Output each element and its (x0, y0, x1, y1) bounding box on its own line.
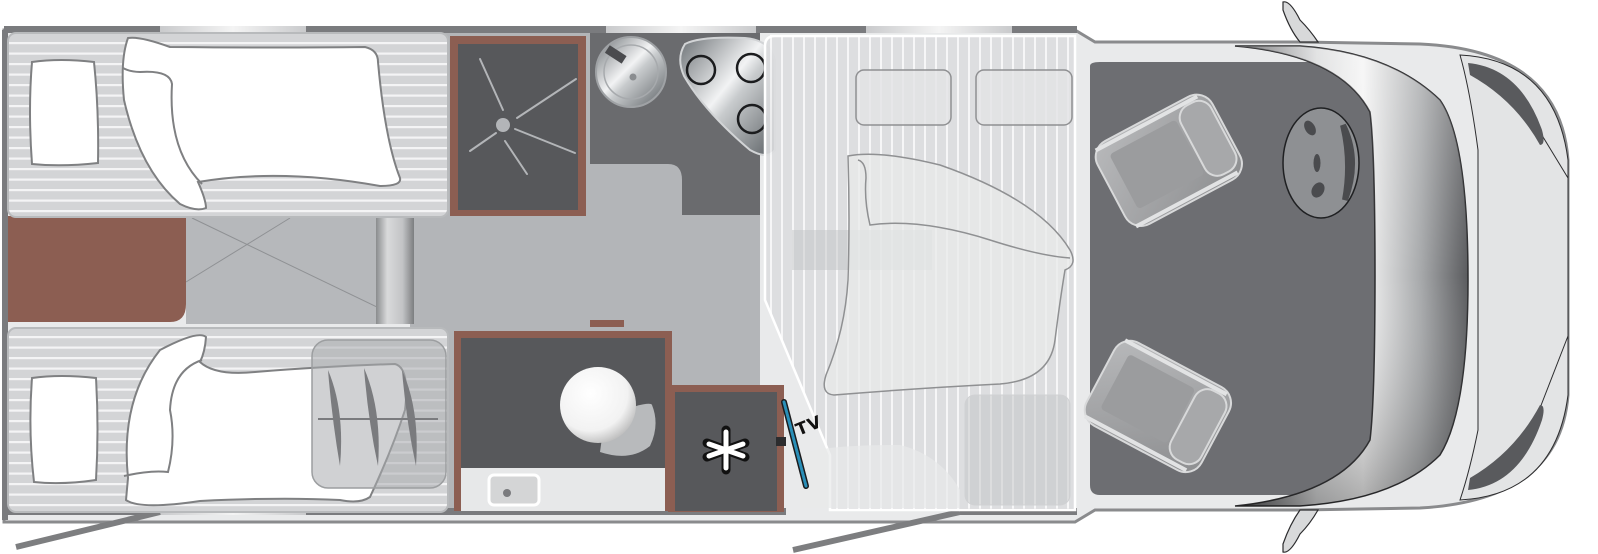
headlight (1468, 63, 1544, 145)
pillow (29, 375, 99, 485)
headlight (1468, 405, 1544, 490)
top-wall (4, 26, 1077, 33)
washbasin (487, 473, 541, 507)
side-mirror (1282, 1, 1320, 43)
fridge (668, 385, 784, 512)
pillow (975, 69, 1073, 126)
rear-bed-lower (7, 327, 449, 513)
faucet (604, 45, 627, 64)
burner (685, 54, 717, 86)
washroom (454, 320, 672, 511)
rear-floor (186, 216, 410, 324)
wardrobe-overlay (311, 339, 447, 489)
toilet (560, 367, 636, 443)
drop-down-bed (763, 34, 1077, 512)
passenger-seat (1083, 338, 1233, 474)
shower (450, 36, 586, 216)
tv (776, 399, 809, 489)
kitchen (590, 33, 776, 215)
cab (1083, 1, 1569, 553)
step-pillar (376, 216, 414, 324)
shower-drain (496, 118, 510, 132)
rear-bed-upper (7, 32, 449, 218)
rear-wall (2, 30, 8, 520)
duvet (121, 36, 402, 211)
entrance-door (792, 509, 961, 553)
driver-seat (1094, 93, 1243, 229)
snowflake-icon (702, 425, 750, 475)
duvet (823, 153, 1074, 396)
pillow (855, 69, 952, 126)
kitchen-sink (595, 36, 667, 108)
side-mirror (1282, 509, 1320, 553)
bed-step (8, 216, 186, 322)
rear-garage-door (15, 509, 161, 550)
cooktop (679, 36, 776, 156)
pillow (29, 59, 100, 167)
steering-wheel (1282, 107, 1360, 219)
